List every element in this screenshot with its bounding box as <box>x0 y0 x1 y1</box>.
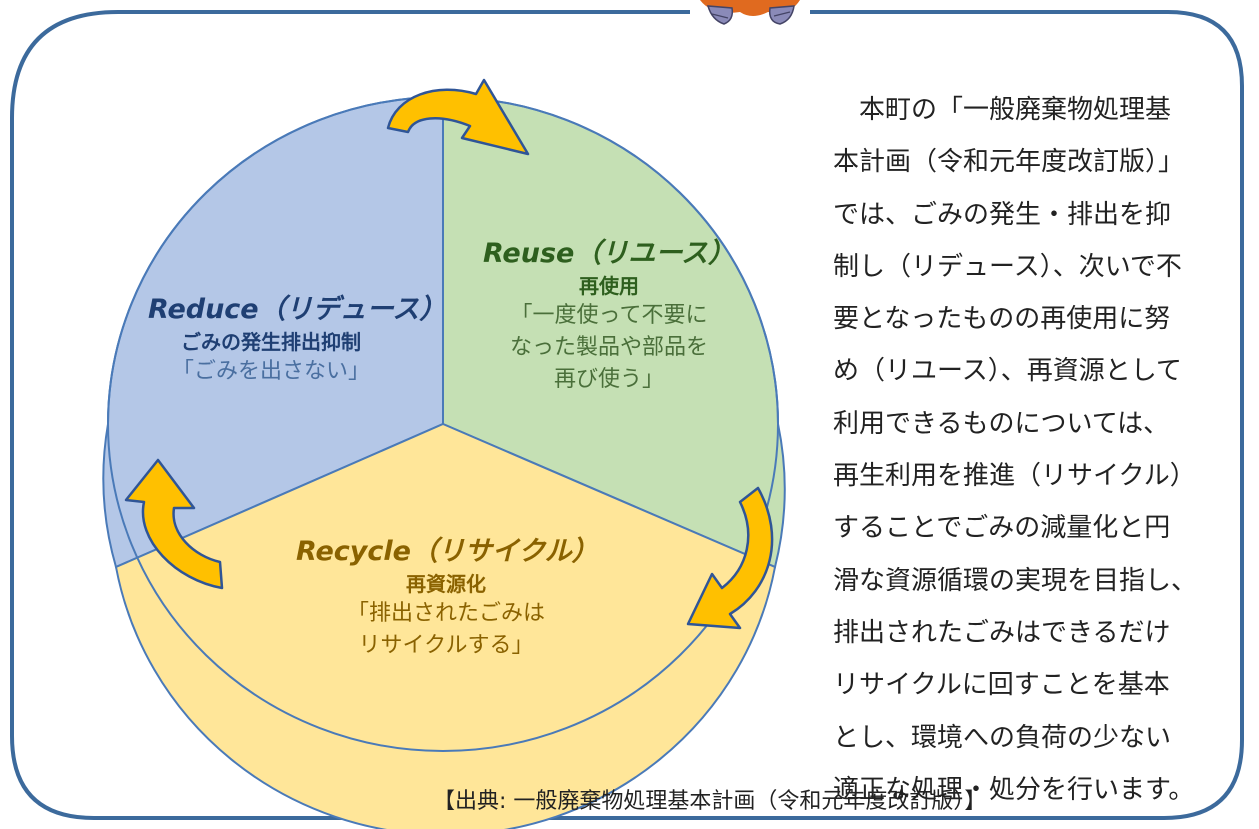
reuse-title: Reuse（リユース） <box>482 238 735 269</box>
reuse-subtitle: 再使用 <box>579 274 639 298</box>
mascot-icon <box>690 0 810 25</box>
reduce-description: 「ごみを出さない」 <box>171 359 370 384</box>
explanation-line: め（リユース）、再資源として <box>833 356 1182 387</box>
reduce-subtitle: ごみの発生排出抑制 <box>181 330 361 354</box>
recycle-description-line: 「排出されたごみは <box>346 601 545 626</box>
explanation-line: では、ごみの発生・排出を抑 <box>833 199 1172 230</box>
circular-arrow-icon <box>124 458 224 590</box>
reuse-description-line: なった製品や部品を <box>509 335 708 360</box>
source-citation: 【出典: 一般廃棄物処理基本計画（令和元年度改訂版）】 <box>433 789 987 814</box>
recycle-subtitle: 再資源化 <box>406 572 486 596</box>
reuse-description-line: 再び使う」 <box>553 367 664 392</box>
explanation-line: 本計画（令和元年度改訂版）」 <box>833 147 1185 178</box>
circular-arrow-icon <box>386 78 530 156</box>
recycle-segment <box>114 422 777 829</box>
explanation-line: 利用できるものについては、 <box>833 408 1170 439</box>
rounded-frame <box>10 10 1244 820</box>
explanation-line: 適正な処理・処分を行います。 <box>833 774 1195 805</box>
recycle-title: Recycle（リサイクル） <box>296 536 599 567</box>
explanation-line: 排出されたごみはできるだけ <box>833 617 1171 648</box>
recycle-description-line: リサイクルする」 <box>358 633 534 658</box>
recycle-label: Recycle（リサイクル） 再資源化 「排出されたごみは リサイクルする」 <box>296 534 599 662</box>
reuse-description-line: 「一度使って不要に <box>510 303 708 328</box>
explanation-line: リサイクルに回すことを基本 <box>833 670 1170 701</box>
explanation-line: することでごみの減量化と円 <box>833 513 1171 544</box>
explanation-line: 本町の「一般廃棄物処理基 <box>859 95 1172 125</box>
explanation-line: 要となったものの再使用に努 <box>833 304 1171 335</box>
circular-arrow-icon <box>686 486 774 630</box>
explanation-line: 制し（リデュース）、次いで不 <box>833 251 1182 282</box>
explanation-line: とし、環境への負荷の少ない <box>833 722 1172 753</box>
reduce-label: Reduce（リデュース） ごみの発生排出抑制 「ごみを出さない」 <box>148 292 447 388</box>
explanation-line: 再生利用を推進（リサイクル） <box>833 461 1196 492</box>
reuse-label: Reuse（リユース） 再使用 「一度使って不要に なった製品や部品を 再び使う… <box>478 236 740 396</box>
explanation-line: 滑な資源循環の実現を目指し、 <box>833 565 1198 596</box>
explanation-text: 本町の「一般廃棄物処理基 本計画（令和元年度改訂版）」 では、ごみの発生・排出を… <box>833 84 1233 816</box>
reduce-title: Reduce（リデュース） <box>148 294 447 325</box>
